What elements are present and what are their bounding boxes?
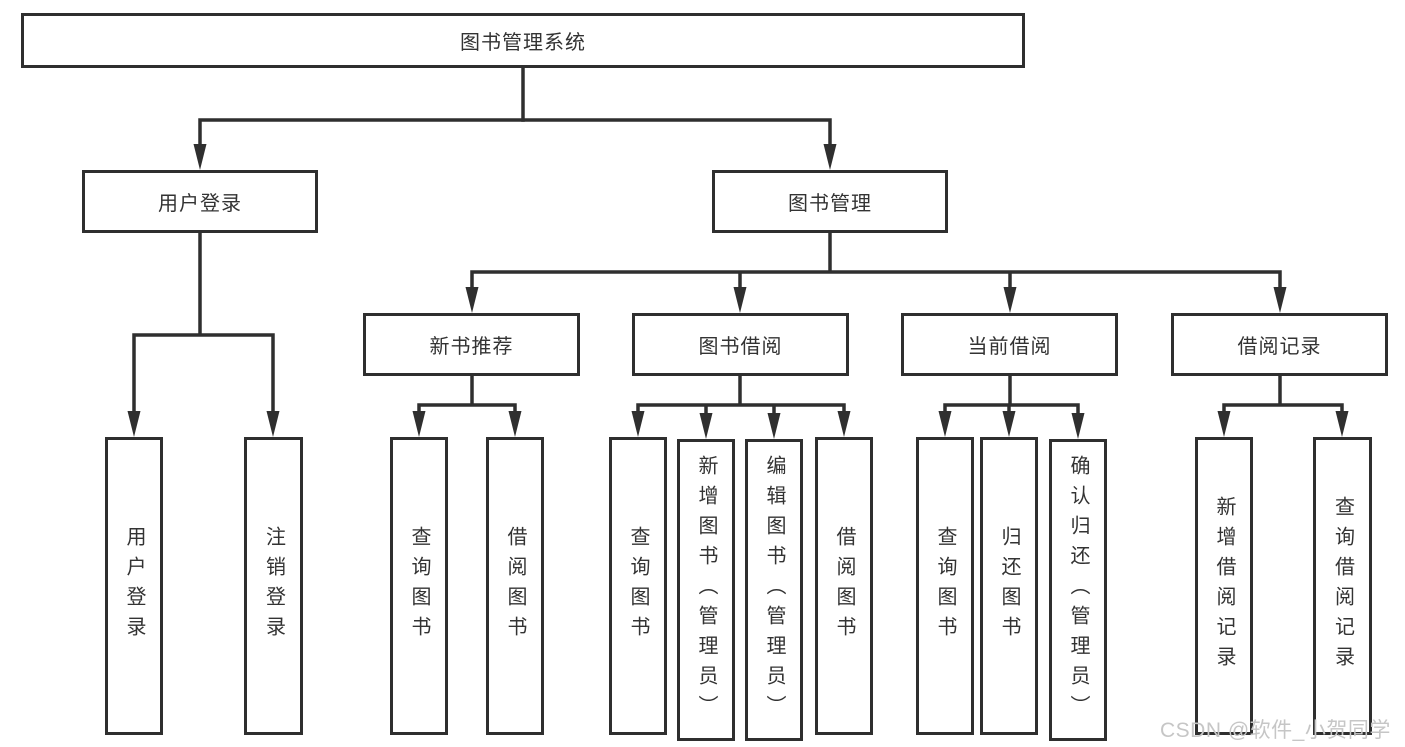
node-label: 借阅图书: [504, 526, 526, 646]
connector-current-to-leaves: [938, 376, 1085, 439]
node-label: 新书推荐: [429, 336, 514, 358]
connector-borrow-to-leaves: [631, 376, 851, 439]
leaf-borrow-books-recommend: 借阅图书: [486, 437, 544, 735]
csdn-watermark: CSDN @软件_小贺同学: [1160, 719, 1391, 742]
node-label: 图书管理系统: [460, 32, 586, 54]
node-label: 查询借阅记录: [1331, 496, 1354, 676]
connector-root-to-level2: [193, 68, 837, 170]
node-label: 查询图书: [627, 526, 649, 646]
node-label: 用户登录: [123, 526, 145, 646]
node-label: 当前借阅: [967, 336, 1052, 358]
node-label: 用户登录: [158, 193, 242, 215]
arrowhead: [1003, 287, 1017, 313]
leaf-return-books: 归还图书: [980, 437, 1038, 735]
arrowhead: [631, 411, 645, 437]
connector-mgmt-to-level3: [465, 233, 1287, 313]
leaf-query-books-current: 查询图书: [916, 437, 974, 735]
node-root-system: 图书管理系统: [21, 13, 1025, 68]
leaf-borrow-books-borrowing: 借阅图书: [815, 437, 873, 735]
arrowhead: [767, 413, 781, 439]
leaf-confirm-return-admin: 确认归还（管理员）: [1049, 439, 1107, 741]
node-new-book-recommend: 新书推荐: [363, 313, 580, 376]
node-label: 确认归还（管理员）: [1067, 455, 1089, 725]
arrowhead: [465, 287, 479, 313]
node-book-management: 图书管理: [712, 170, 948, 233]
arrowhead: [193, 144, 207, 170]
node-borrowing-records: 借阅记录: [1171, 313, 1388, 376]
node-book-borrowing: 图书借阅: [632, 313, 849, 376]
connector-records-to-leaves: [1217, 376, 1349, 437]
arrowhead: [938, 411, 952, 437]
leaf-add-books-admin: 新增图书（管理员）: [677, 439, 735, 741]
leaf-logout: 注销登录: [244, 437, 303, 735]
arrowhead: [1217, 411, 1231, 437]
arrowhead: [1335, 411, 1349, 437]
node-label: 注销登录: [262, 526, 285, 646]
node-label: 编辑图书（管理员）: [763, 455, 785, 725]
node-label: 借阅图书: [833, 526, 855, 646]
arrowhead: [733, 287, 747, 313]
connector-login-to-leaves: [127, 233, 280, 437]
leaf-user-login: 用户登录: [105, 437, 163, 735]
leaf-query-books-borrowing: 查询图书: [609, 437, 667, 735]
node-user-login: 用户登录: [82, 170, 318, 233]
node-label: 查询图书: [408, 526, 430, 646]
node-label: 新增借阅记录: [1213, 496, 1235, 676]
node-label: 图书管理: [788, 193, 872, 215]
node-label: 借阅记录: [1237, 336, 1322, 358]
arrowhead: [508, 411, 522, 437]
node-current-borrowing: 当前借阅: [901, 313, 1118, 376]
arrowhead: [1071, 413, 1085, 439]
arrowhead: [1002, 411, 1016, 437]
leaf-query-books-recommend: 查询图书: [390, 437, 448, 735]
arrowhead: [823, 144, 837, 170]
node-label: 归还图书: [998, 526, 1020, 646]
arrowhead: [266, 411, 280, 437]
arrowhead: [837, 411, 851, 437]
node-label: 图书借阅: [698, 336, 783, 358]
leaf-edit-books-admin: 编辑图书（管理员）: [745, 439, 803, 741]
node-label: 新增图书（管理员）: [695, 455, 717, 725]
arrowhead: [1273, 287, 1287, 313]
connector-recommend-to-leaves: [412, 376, 522, 437]
arrowhead: [127, 411, 141, 437]
leaf-query-borrow-record: 查询借阅记录: [1313, 437, 1372, 735]
leaf-add-borrow-record: 新增借阅记录: [1195, 437, 1253, 735]
node-label: 查询图书: [934, 526, 956, 646]
arrowhead: [412, 411, 426, 437]
arrowhead: [699, 413, 713, 439]
